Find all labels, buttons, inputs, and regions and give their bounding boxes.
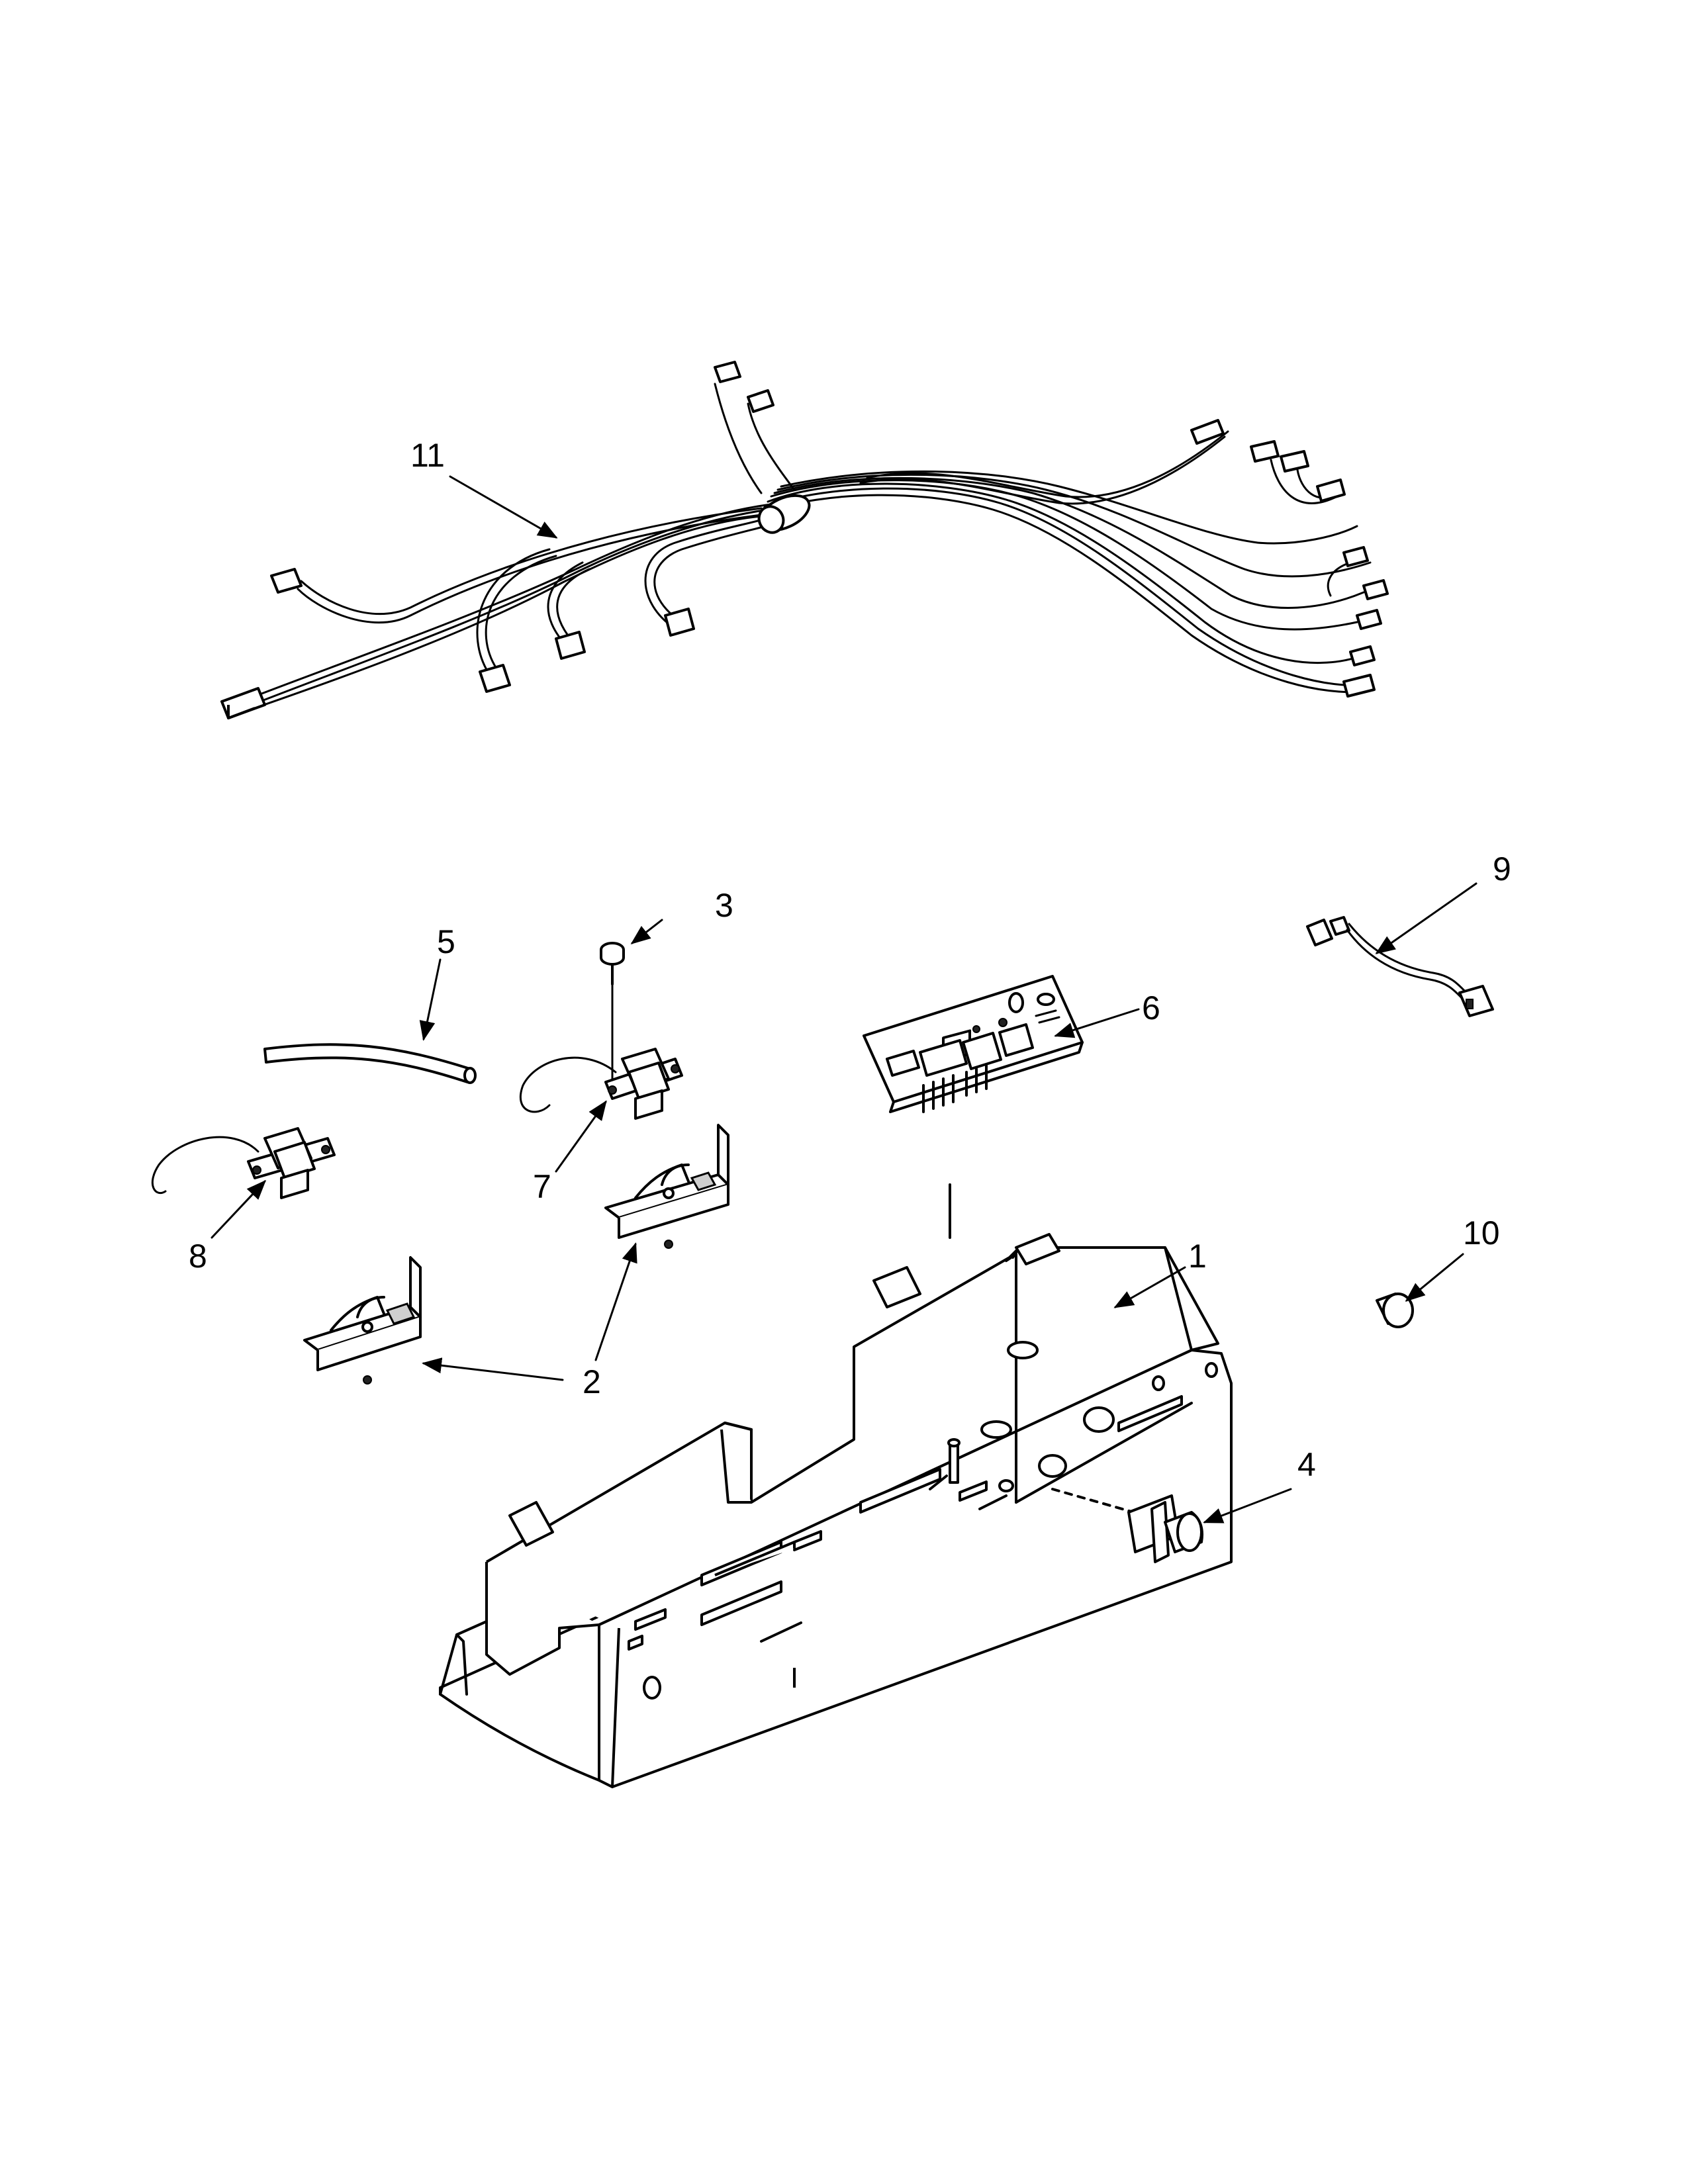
control-housing <box>439 1233 1233 1788</box>
callout-labels: 11 3 5 6 9 7 8 1 10 2 4 <box>189 437 1511 1483</box>
callout-10: 10 <box>1463 1214 1500 1251</box>
screw <box>600 942 625 1097</box>
callout-11: 11 <box>410 437 445 474</box>
switch-lower <box>151 1127 336 1199</box>
control-board <box>863 975 1084 1113</box>
callout-5: 5 <box>437 923 455 960</box>
callout-8: 8 <box>189 1238 207 1275</box>
control-knob <box>1127 1494 1203 1563</box>
callout-1: 1 <box>1188 1238 1207 1275</box>
callout-9: 9 <box>1493 850 1511 887</box>
callout-3: 3 <box>715 887 733 924</box>
switch-upper <box>519 1048 683 1120</box>
bracket-upper <box>604 1124 729 1249</box>
wire-harness <box>220 361 1389 719</box>
bracket-lower <box>303 1256 422 1385</box>
callout-7: 7 <box>533 1168 551 1205</box>
tube <box>263 1043 477 1084</box>
callout-2: 2 <box>583 1363 601 1400</box>
button-cap <box>1376 1293 1414 1328</box>
leader-lines <box>211 475 1477 1524</box>
callout-6: 6 <box>1142 989 1160 1026</box>
callout-4: 4 <box>1297 1446 1316 1483</box>
short-harness <box>1306 916 1494 1017</box>
harness-connectors <box>220 361 1389 719</box>
